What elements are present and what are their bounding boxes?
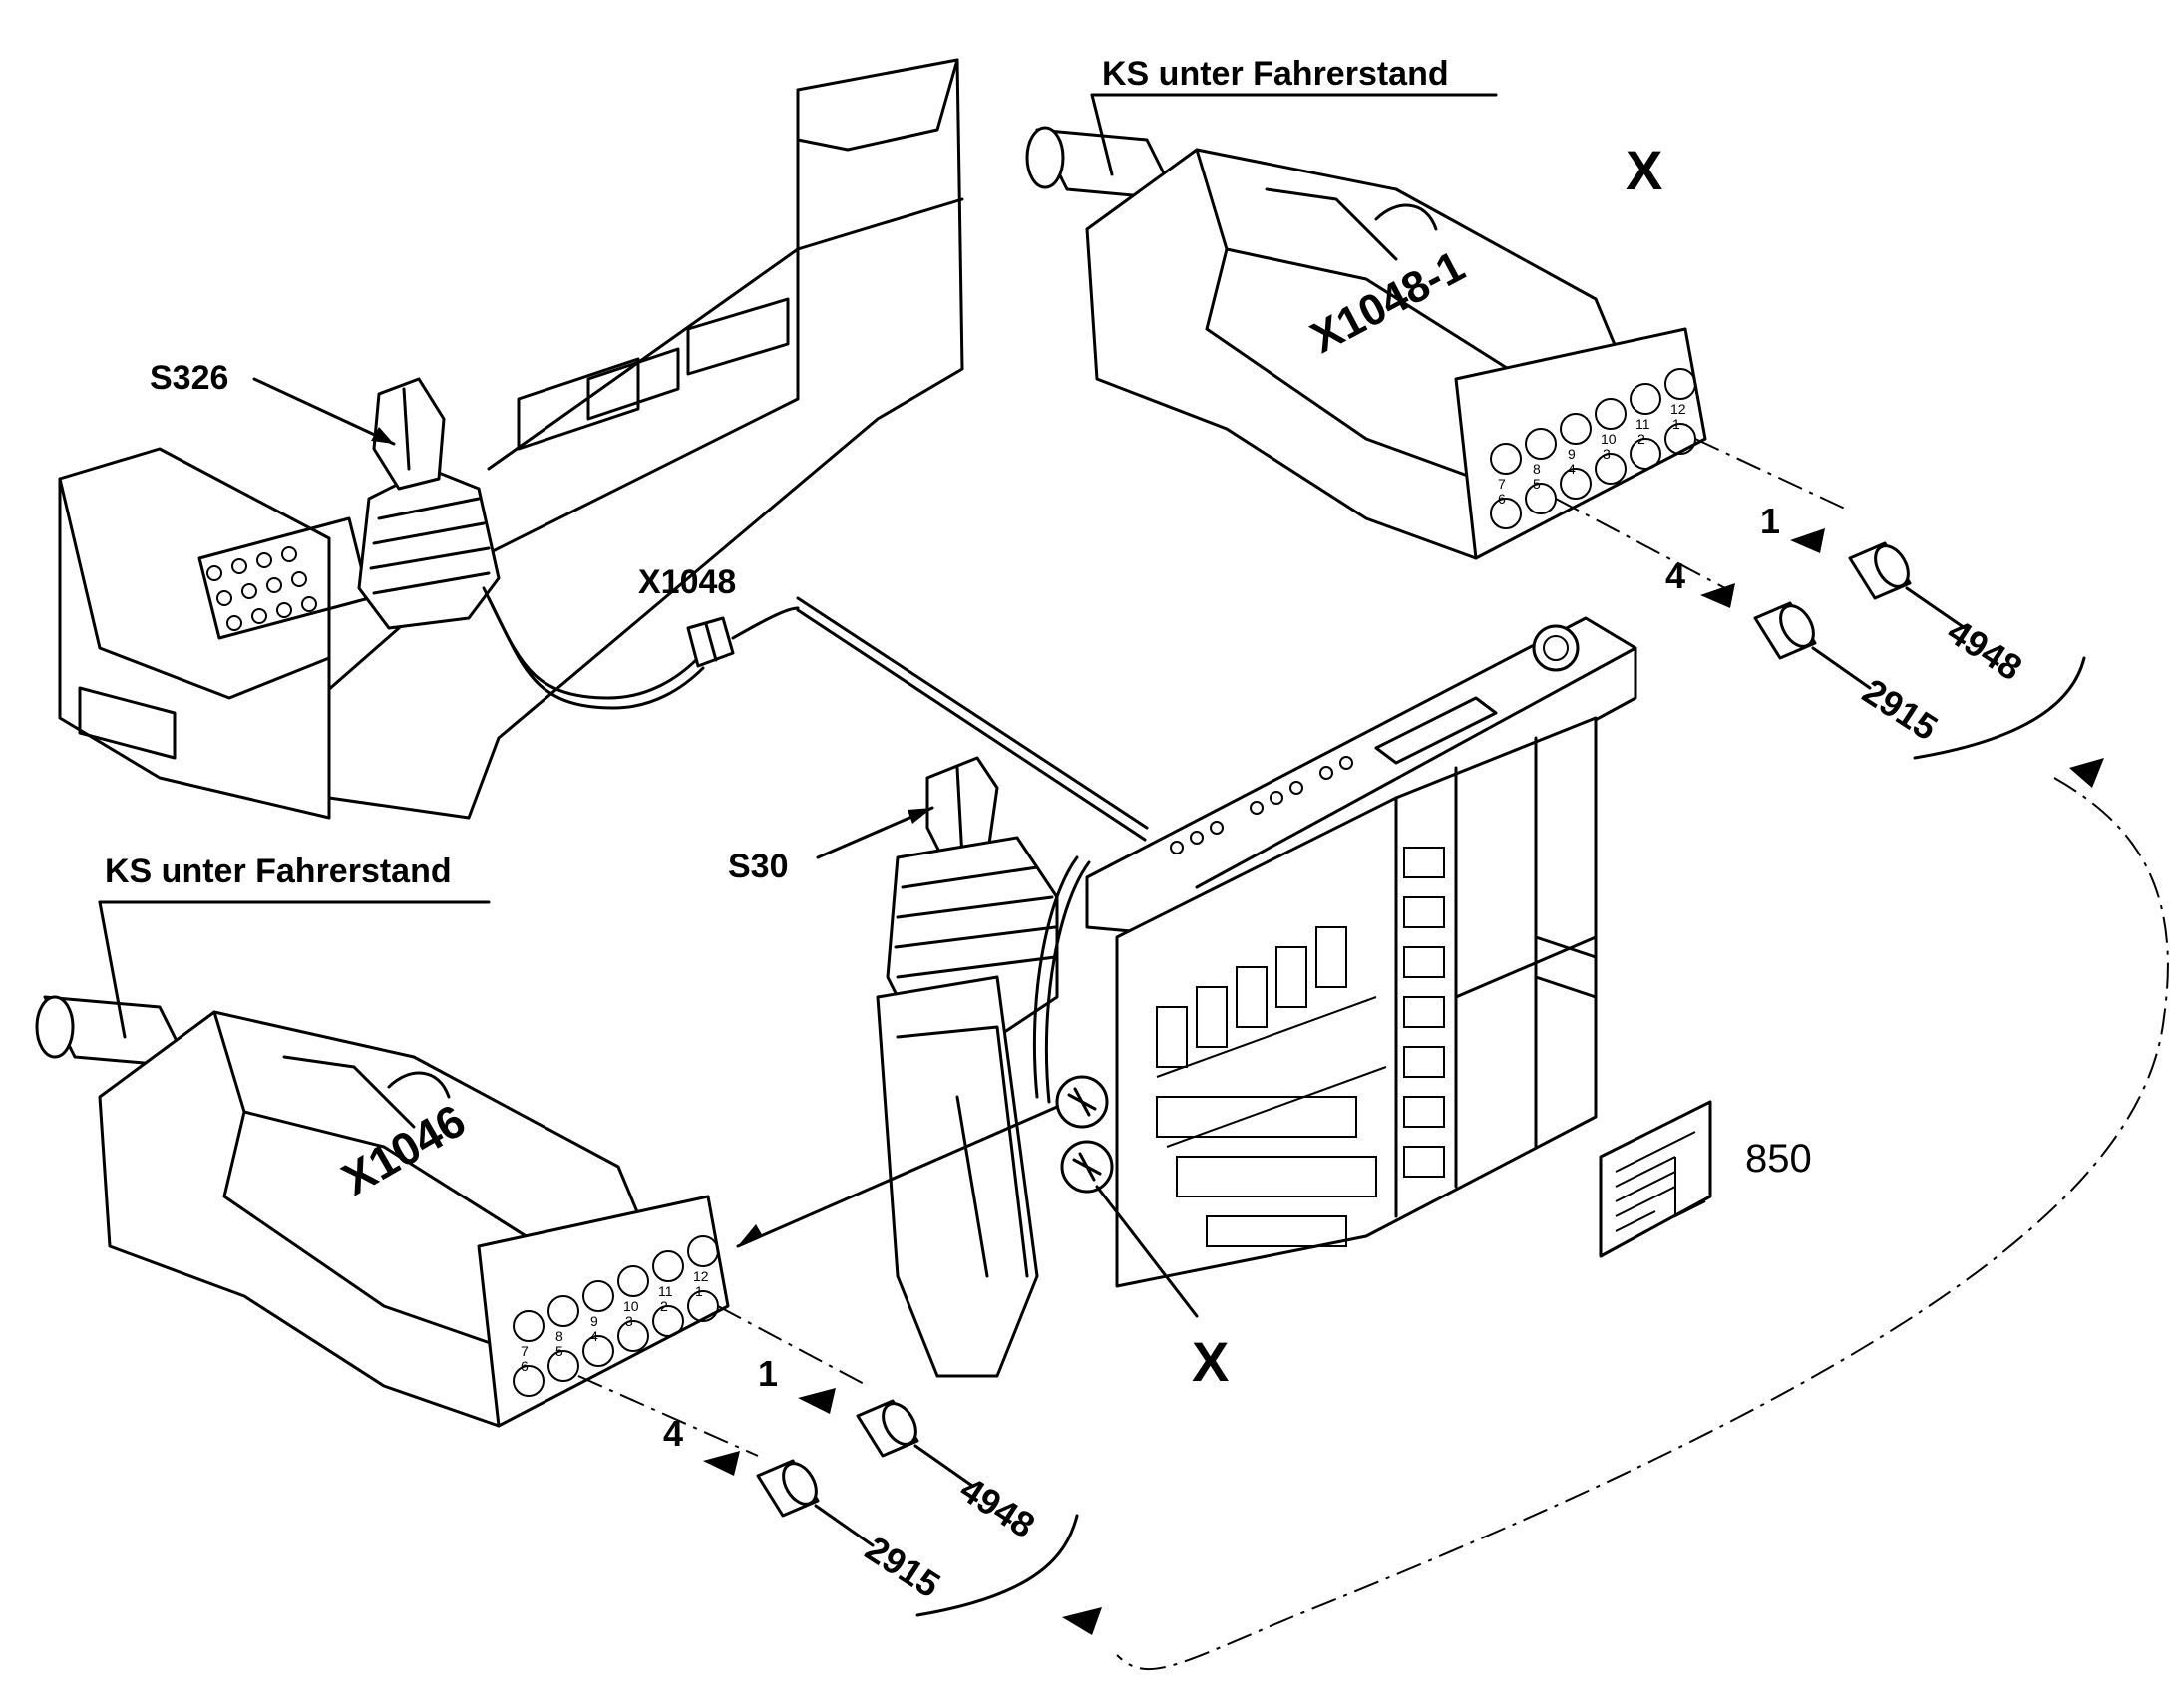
pin-label: 12 <box>1670 401 1686 417</box>
button-grid <box>206 546 317 631</box>
wires-top <box>1555 438 2104 788</box>
return-loop <box>1116 777 2169 1671</box>
driver-seat-console <box>58 58 964 820</box>
pin-label: 7 <box>521 1343 529 1359</box>
ks-top-label: KS unter Fahrerstand <box>1102 55 1449 93</box>
display-buttons <box>1170 756 1353 854</box>
pin-label: 9 <box>590 1313 598 1329</box>
pin-label: 4 <box>1568 461 1576 477</box>
x1048-label: X1048 <box>638 563 736 601</box>
pin-label: 12 <box>693 1268 709 1284</box>
pin-label: 9 <box>1568 446 1576 462</box>
arrow-icon <box>1700 583 1735 608</box>
arrow-icon <box>703 1451 740 1476</box>
arrow-icon <box>798 1388 836 1414</box>
main-cable <box>796 596 1149 830</box>
control-unit <box>1085 616 1637 1288</box>
s326-label: S326 <box>150 359 228 397</box>
joystick-s30 <box>876 756 1114 1378</box>
pin-label: 11 <box>1635 416 1650 432</box>
ks-bottom-label: KS unter Fahrerstand <box>105 853 452 890</box>
x1048-inline-connector <box>686 606 800 668</box>
pin-label: 2 <box>660 1298 668 1314</box>
wire-pin-label: 1 <box>758 1353 778 1394</box>
pins-bottom <box>513 1235 719 1397</box>
pin-label: 10 <box>1601 431 1617 447</box>
doc-ref-label: 850 <box>1745 1137 1812 1181</box>
pin-label: 11 <box>658 1283 673 1299</box>
wire-pin-label: 1 <box>1760 501 1780 541</box>
pin-label: 7 <box>1498 476 1506 492</box>
pins-top <box>1490 368 1696 529</box>
pin-label: 1 <box>1672 416 1680 432</box>
pin-label: 5 <box>555 1343 563 1359</box>
pin-label: 6 <box>521 1358 529 1374</box>
pin-label: 3 <box>1603 446 1611 462</box>
pin-label: 2 <box>1637 431 1645 447</box>
pin-label: 10 <box>623 1298 639 1314</box>
pin-label: 5 <box>1533 476 1541 492</box>
detail-x-bottom: X <box>1192 1330 1229 1393</box>
pin-label: 1 <box>695 1283 703 1299</box>
callout-leaders <box>98 93 1498 1318</box>
wire-part-number: 2915 <box>859 1528 948 1605</box>
wire-part-number: 2915 <box>1856 670 1946 748</box>
connector-x1046: 7 6 8 5 9 4 10 3 11 2 12 1 X1046 <box>35 995 730 1428</box>
connector-x1048-1: 7 6 8 5 9 4 10 3 11 2 12 1 X1048-1 <box>1025 126 1707 560</box>
pin-label: 4 <box>590 1328 598 1344</box>
pin-label: 3 <box>625 1313 633 1329</box>
side-slots <box>1403 847 1445 1178</box>
wire-pin-label: 4 <box>1665 555 1685 596</box>
document-icon <box>1599 1100 1712 1258</box>
wires-bottom <box>577 1305 1102 1635</box>
arrow-icon <box>1790 528 1825 553</box>
s30-label: S30 <box>728 848 789 885</box>
circuit-board <box>1156 926 1387 1247</box>
wire-pin-label: 4 <box>663 1413 683 1454</box>
arrow-icon <box>1062 1607 1102 1635</box>
pin-label: 8 <box>555 1328 563 1344</box>
pin-label: 8 <box>1533 461 1541 477</box>
detail-x-top: X <box>1626 139 1662 201</box>
arrow-icon <box>2069 758 2104 788</box>
pin-label: 6 <box>1498 491 1506 507</box>
